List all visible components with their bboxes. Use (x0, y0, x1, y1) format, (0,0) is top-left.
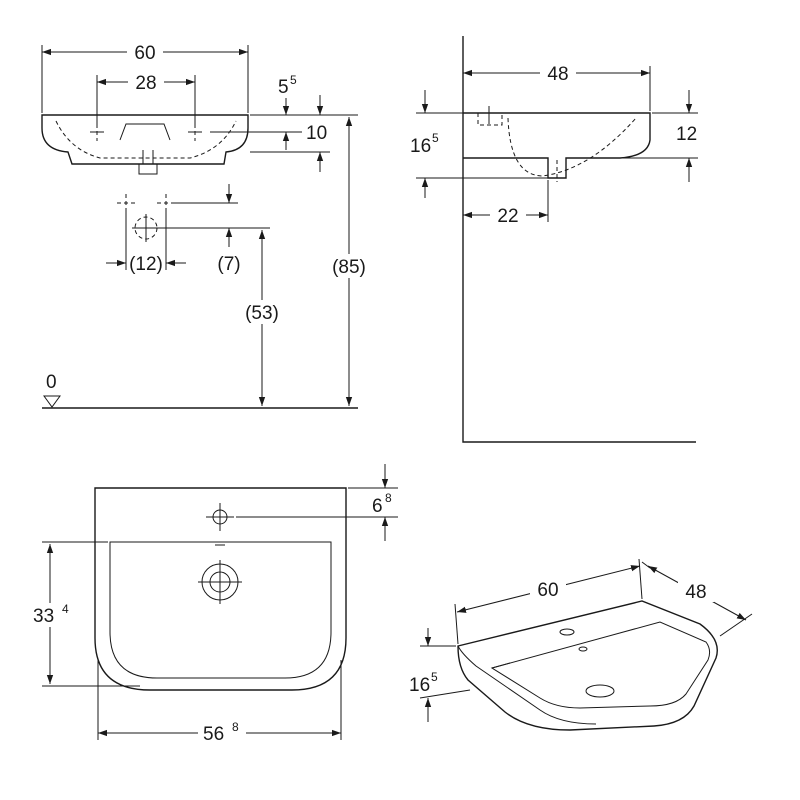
iso-overflow (578, 646, 588, 652)
dim-iso-width: 60 (537, 580, 558, 601)
side-wall (462, 36, 696, 443)
dim-front-conn-spacing: (12) (129, 254, 163, 275)
dim-top-tap-offset-sup: 8 (385, 491, 392, 505)
dim-top-bowl-depth-sup: 4 (62, 602, 69, 616)
dim-iso-depth: 48 (685, 582, 706, 603)
front-tap-hole-right (188, 124, 202, 141)
floor-level-label: 0 (46, 372, 57, 393)
front-tap-block (119, 123, 171, 141)
isometric-view: 60 48 16 5 (409, 558, 753, 731)
front-supply-cross-right (157, 194, 175, 212)
front-waste-outlet (138, 150, 158, 175)
front-bowl-hidden-line (55, 120, 237, 159)
dim-iso-height-sup: 5 (431, 670, 438, 684)
dim-front-rim-base: 5 (278, 77, 289, 98)
front-supply-cross-left (117, 194, 135, 212)
iso-basin-top-outline (457, 600, 718, 731)
dim-front-rim-sup: 5 (290, 73, 297, 87)
iso-bowl-outline (490, 621, 711, 709)
iso-tap-hole (559, 628, 575, 636)
dim-top-bowl-width-base: 56 (203, 724, 224, 745)
dim-side-height-sup: 5 (432, 131, 439, 145)
iso-basin-rim-edge (457, 645, 597, 725)
dim-top-bowl-width-sup: 8 (232, 720, 239, 734)
front-tap-hole-left (90, 124, 104, 141)
top-basin-outline (94, 487, 347, 691)
dim-front-waste-height: (53) (245, 303, 279, 324)
top-tap-hole (206, 503, 234, 531)
side-tap-hidden-line (477, 113, 503, 126)
dim-side-height-base: 16 (410, 136, 431, 157)
iso-bowl-back-edge (491, 662, 511, 669)
iso-waste-outlet (585, 684, 615, 698)
dim-front-total-height: (85) (332, 257, 366, 278)
dim-side-waste-offset: 22 (497, 206, 518, 227)
dim-front-width: 60 (134, 43, 155, 64)
front-waste-cross (132, 214, 160, 242)
dim-side-depth: 48 (547, 64, 568, 85)
top-waste-outlet (198, 560, 242, 604)
side-view: 48 16 5 12 22 (410, 36, 698, 443)
front-basin-outline (41, 114, 249, 165)
dim-top-tap-offset-base: 6 (372, 496, 383, 517)
top-bowl-outline (109, 541, 332, 679)
dim-top-bowl-depth-base: 33 (33, 606, 54, 627)
dim-front-hole-spacing: 28 (135, 73, 156, 94)
dim-front-rim-height: 10 (306, 123, 327, 144)
top-view: 6 8 33 4 56 8 (30, 464, 398, 745)
floor-level-triangle-icon (43, 395, 61, 408)
side-bowl-hidden-line (507, 117, 637, 177)
side-basin-outline (463, 112, 651, 179)
dim-side-rim: 12 (676, 124, 697, 145)
front-view: 60 28 5 5 10 (41, 42, 375, 409)
dim-iso-height-base: 16 (409, 675, 430, 696)
dim-front-conn-drop: (7) (217, 254, 240, 275)
